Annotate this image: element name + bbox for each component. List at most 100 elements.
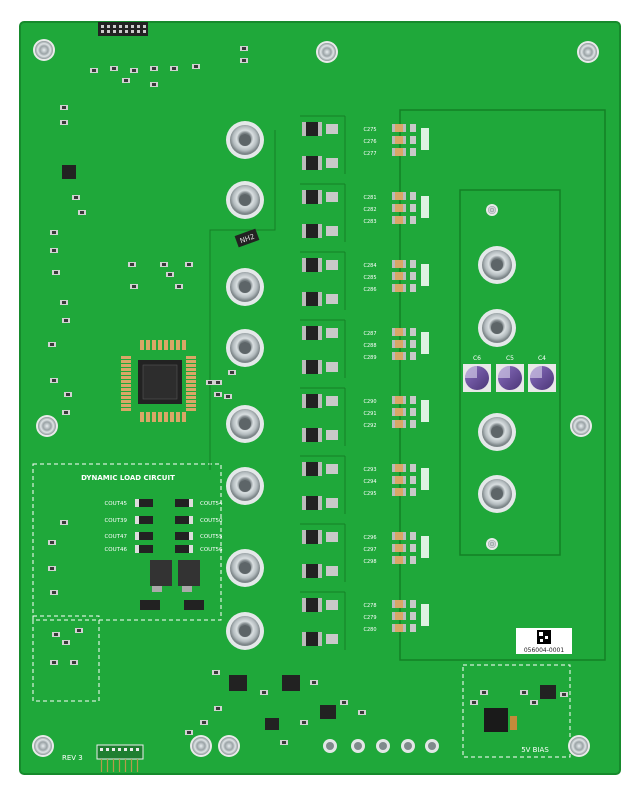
capacitor-terminal (318, 190, 322, 204)
passive (121, 388, 131, 391)
cap-end (403, 272, 406, 280)
bias-inductor (484, 708, 517, 732)
header-pin (131, 25, 134, 28)
capacitor-terminal (302, 224, 306, 238)
ceramic-capacitor (392, 408, 406, 416)
passive (176, 340, 180, 350)
cap-end (392, 488, 395, 496)
capacitor-terminal (302, 530, 306, 544)
capacitor-terminal (318, 598, 322, 612)
capacitor-pad (326, 192, 338, 202)
capacitor-terminal (318, 428, 322, 442)
terminal-hole (239, 134, 251, 146)
smd-body (208, 381, 212, 384)
resistor-pad (410, 216, 416, 224)
smd-body (482, 691, 486, 694)
output-capacitor (302, 394, 322, 408)
output-capacitor (302, 496, 322, 510)
cap-end (403, 396, 406, 404)
controller-pads (121, 340, 196, 422)
cap-end (392, 216, 395, 224)
ceramic-capacitor (392, 352, 406, 360)
cout-label: COUT39 (104, 518, 127, 524)
dl-capacitor (175, 532, 193, 540)
passive (170, 412, 174, 422)
cap-end (392, 148, 395, 156)
smd-body (132, 285, 136, 288)
resistor-pad (410, 556, 416, 564)
capacitor-label: C294 (363, 479, 376, 485)
header-pin (143, 30, 146, 33)
cap-end (392, 624, 395, 632)
passive (158, 340, 162, 350)
resistor-pad (410, 420, 416, 428)
cap-end (403, 600, 406, 608)
ceramic-capacitor (392, 396, 406, 404)
misc-components (48, 46, 568, 745)
bias-region (462, 664, 571, 758)
smd-body (62, 121, 66, 124)
cap-end (403, 532, 406, 540)
output-capacitor (302, 462, 322, 476)
passive (152, 412, 156, 422)
smd-body (172, 67, 176, 70)
cap-end (135, 545, 139, 553)
dl-capacitor (135, 532, 153, 540)
left-lower-region (32, 615, 100, 702)
header-pin (101, 25, 104, 28)
cap-end (392, 272, 395, 280)
resistor-pad (410, 624, 416, 632)
cout-label: COUT55 (200, 534, 223, 540)
capacitor-terminal (318, 394, 322, 408)
output-capacitor (302, 122, 322, 136)
cap-end (392, 612, 395, 620)
cap-end (392, 420, 395, 428)
resistor-pad (410, 352, 416, 360)
ceramic-capacitor (392, 624, 406, 632)
cap-end (403, 612, 406, 620)
cap-end (392, 532, 395, 540)
smd-body (54, 633, 58, 636)
smd-body (152, 67, 156, 70)
cap-end (392, 408, 395, 416)
output-capacitor (302, 428, 322, 442)
output-capacitor (302, 564, 322, 578)
smd-body (177, 285, 181, 288)
capacitor-label: C295 (363, 491, 376, 497)
capacitor-label: C291 (363, 411, 376, 417)
via-hole (354, 742, 362, 750)
smd-body (360, 711, 364, 714)
capacitor-label: C279 (363, 615, 376, 621)
smd-body (130, 263, 134, 266)
capacitor-pad (326, 600, 338, 610)
cap-end (403, 476, 406, 484)
label-block (421, 604, 429, 626)
resistor-pad (410, 328, 416, 336)
capacitor-terminal (318, 360, 322, 374)
ceramic-capacitor (392, 204, 406, 212)
cap-end (403, 556, 406, 564)
terminal-hole (239, 625, 251, 637)
smd-body (216, 393, 220, 396)
capacitor-pad (326, 566, 338, 576)
header-pin (107, 25, 110, 28)
cap-end (403, 328, 406, 336)
ceramic-capacitor (392, 136, 406, 144)
passive (186, 368, 196, 371)
capacitor-pad (326, 362, 338, 372)
ceramic-capacitor (392, 340, 406, 348)
capacitor-terminal (302, 632, 306, 646)
header-pin (113, 30, 116, 33)
passive (146, 340, 150, 350)
smd-body (162, 263, 166, 266)
header-pin (113, 25, 116, 28)
capacitor-pad (326, 260, 338, 270)
smd-body (242, 59, 246, 62)
header-pin (119, 25, 122, 28)
header-pin (100, 748, 103, 751)
smd-body (152, 83, 156, 86)
capacitor-label: C293 (363, 467, 376, 473)
cap-end (392, 260, 395, 268)
